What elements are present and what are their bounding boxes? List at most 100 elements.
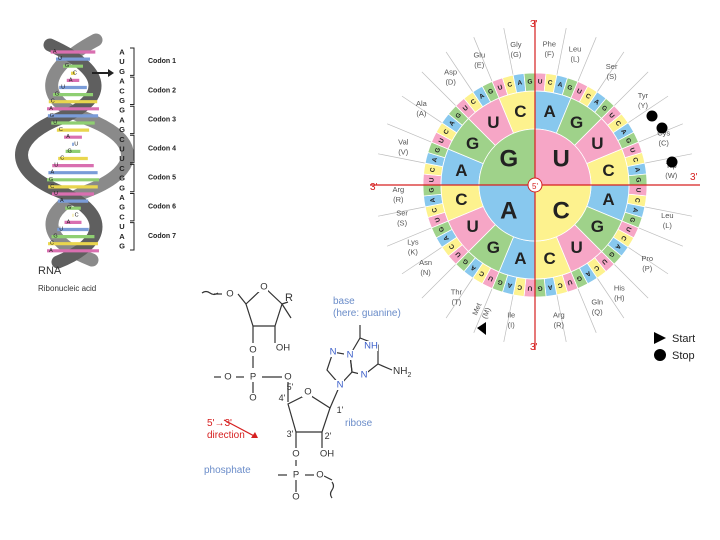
wheel-center-label: 5' [532, 182, 538, 191]
outer-base: U [438, 137, 446, 145]
outer-base: C [442, 128, 451, 136]
strand-base: C [119, 86, 125, 95]
amino-acid-label: Met(M) [470, 301, 492, 320]
strand-base: A [119, 77, 125, 86]
strand-base: G [119, 67, 125, 76]
amino-acid-code: (E) [474, 60, 485, 69]
atom-bg [247, 345, 257, 355]
outer-base: A [619, 128, 628, 136]
atom-label: O [292, 449, 299, 460]
atom-label: NH [364, 341, 378, 352]
nucleotide-structure [201, 286, 393, 499]
direction-sublabel: direction [207, 430, 245, 441]
strand-base: G [119, 203, 125, 212]
amino-divider [556, 28, 567, 76]
amino-acid-code: (W) [665, 171, 678, 180]
helix-letter: G [67, 148, 71, 154]
ribose-position: 4' [279, 393, 286, 403]
strand-base: U [119, 145, 124, 154]
outer-base: G [575, 274, 583, 282]
amino-acid-label: Ile(I) [507, 310, 515, 329]
outer-base: C [633, 197, 641, 203]
outer-base: G [634, 177, 641, 182]
wheel-center-dot [527, 177, 543, 193]
helix-letter: C [60, 156, 64, 162]
amino-divider [638, 227, 683, 247]
helix-letter: U [53, 120, 57, 126]
helix-letter: C [50, 184, 54, 190]
atom-bg [290, 470, 300, 480]
outer-base: C [619, 234, 628, 242]
atom-bg [290, 492, 300, 502]
outer-base: U [429, 177, 436, 182]
outer-base: U [487, 274, 495, 282]
amino-acid-name: Asp [444, 68, 457, 77]
atom-label: O [224, 372, 231, 383]
amino-divider [596, 51, 625, 93]
amino-divider [421, 71, 457, 107]
arrow-head-icon [108, 69, 114, 77]
outer-base: U [634, 188, 641, 193]
helix-letter: A [53, 49, 57, 55]
amino-acid-label: Arg(R) [392, 185, 404, 204]
amino-acid-name: Arg [392, 185, 404, 194]
helix-letter: C [75, 212, 79, 218]
direction-arrow-icon [223, 419, 257, 438]
amino-acid-label: Leu(L) [661, 211, 674, 230]
r-group: R [285, 292, 293, 304]
chain-break-bottom [329, 481, 335, 499]
atom-bg [314, 470, 324, 480]
atom-label: OH [276, 343, 290, 354]
amino-acid-code: (S) [397, 219, 408, 228]
codon-label: Codon 4 [148, 146, 176, 153]
outer-base: A [431, 157, 439, 164]
codon-bracket [130, 47, 135, 76]
atom-label: O [304, 387, 311, 398]
stop-marker-icon [656, 122, 668, 134]
outer-base: G [429, 187, 436, 192]
amino-acid-name: Ser [396, 209, 408, 218]
phosphate-label: phosphate [204, 465, 251, 476]
middle-base: G [466, 134, 479, 153]
amino-acid-code: (C) [659, 139, 670, 148]
amino-acid-code: (R) [393, 195, 404, 204]
helix-letter: A [69, 77, 73, 83]
amino-divider [596, 277, 625, 319]
atom-bg [247, 393, 257, 403]
amino-divider [627, 246, 669, 275]
amino-divider [378, 153, 426, 164]
outer-base: G [462, 257, 470, 266]
codon-bracket [130, 76, 135, 105]
strand-base: G [119, 183, 125, 192]
outer-base: G [438, 225, 446, 233]
atom-bg [344, 350, 354, 360]
outer-base: A [557, 81, 564, 89]
outer-base: C [517, 283, 523, 291]
helix-letter: U [54, 163, 58, 169]
atom-bg [363, 341, 378, 351]
amino-divider [387, 123, 432, 143]
amino-acid-name: Thr [451, 288, 463, 297]
outer-base: C [614, 120, 623, 128]
outer-base: G [487, 88, 495, 96]
outer-base: C [557, 281, 564, 289]
outer-base: C [631, 157, 639, 164]
atom-label: N [361, 370, 368, 381]
amino-acid-name: Ala [416, 99, 428, 108]
amino-acid-label: Asp(D) [444, 68, 457, 87]
helix-letter: U [54, 191, 58, 197]
codon-wheel: Gly(G)Phe(F)Leu(L)Ser(S)Tyr(Y)Cys(C)Trp(… [370, 19, 700, 353]
amino-divider [387, 227, 432, 247]
middle-base: G [570, 113, 583, 132]
inner-sector [478, 128, 536, 186]
outer-base: G [624, 137, 632, 145]
strand-base: G [119, 106, 125, 115]
amino-divider [401, 246, 443, 275]
outer-base: C [507, 81, 514, 89]
outer-base: U [538, 79, 543, 86]
helix-letter: A [67, 219, 71, 225]
amino-acid-code: (H) [614, 293, 625, 302]
outer-base: A [631, 207, 639, 214]
